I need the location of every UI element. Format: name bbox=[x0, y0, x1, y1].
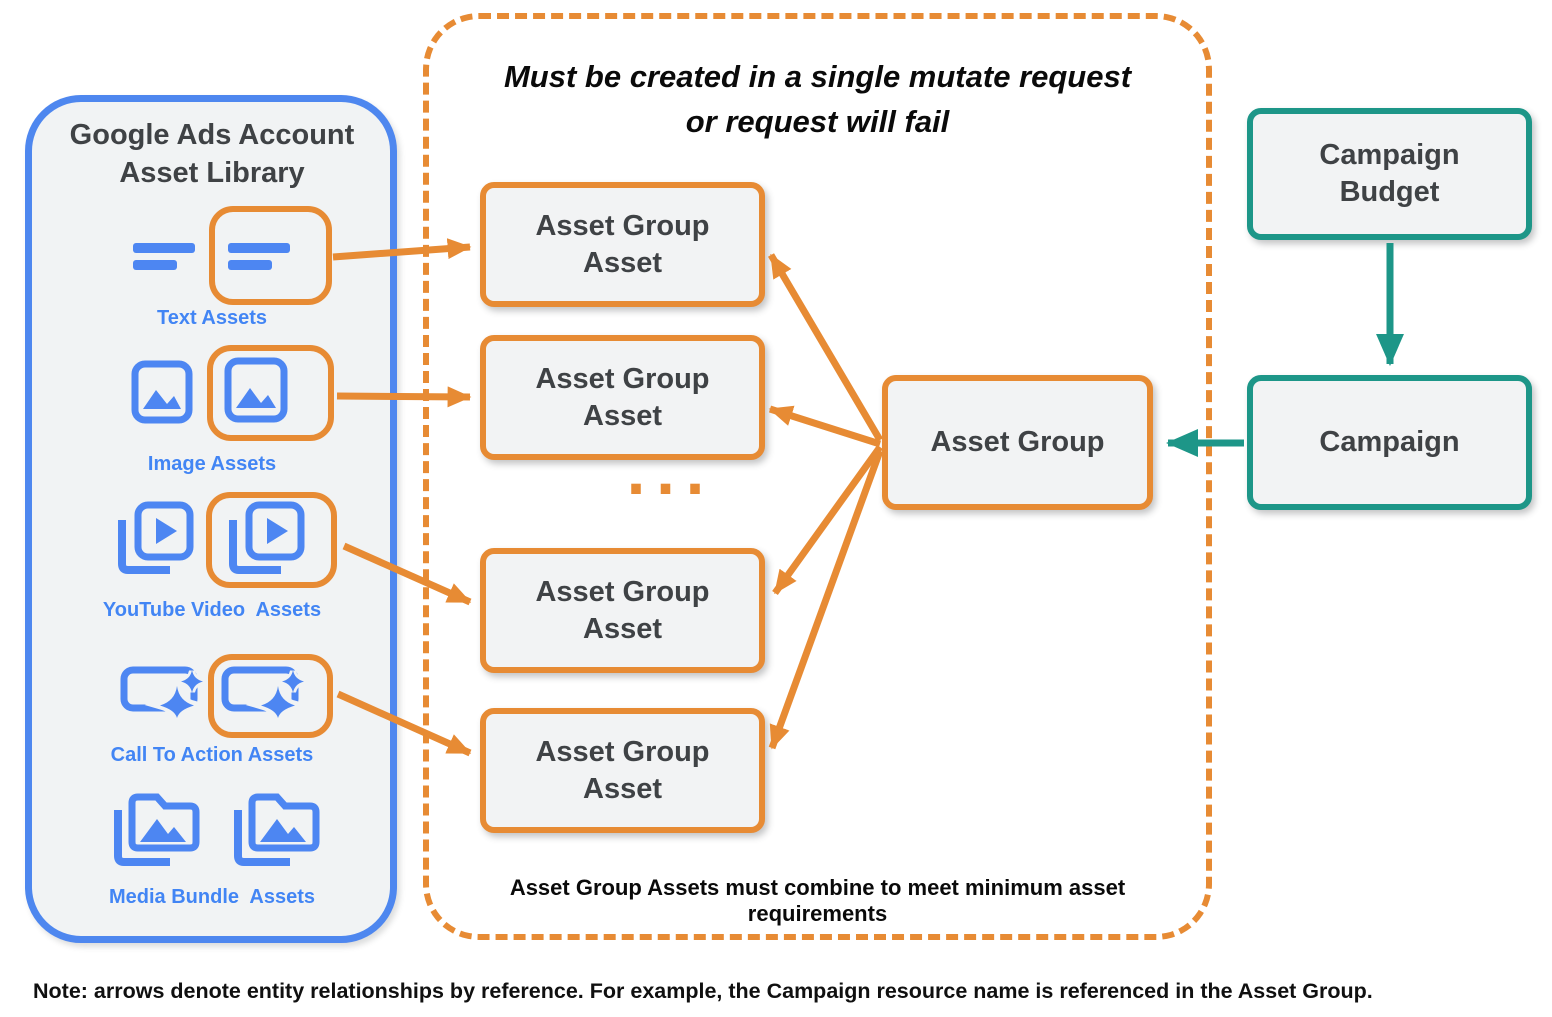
ellipsis-more-assets: ... bbox=[625, 444, 715, 507]
media-bundle-asset-icon bbox=[234, 793, 320, 866]
text-asset-icon bbox=[133, 243, 195, 270]
asset-group-asset-2-line2: Asset bbox=[583, 399, 662, 432]
image-asset-icon bbox=[131, 360, 193, 424]
diagram-note: Note: arrows denote entity relationships… bbox=[33, 979, 1373, 1003]
asset-group-asset-1-line1: Asset Group bbox=[535, 209, 710, 242]
image-assets-label: Image Assets bbox=[147, 453, 277, 475]
media-bundle-assets-label: Media Bundle Assets bbox=[109, 886, 315, 908]
campaign-budget-line2: Budget bbox=[1339, 176, 1440, 208]
call-to-action-assets-label: Call To Action Assets bbox=[110, 744, 314, 766]
text-asset-icon bbox=[228, 243, 290, 270]
asset-group-asset-box-1: Asset Group Asset bbox=[480, 182, 765, 307]
asset-group-label: Asset Group bbox=[930, 426, 1105, 458]
campaign-budget-line1: Campaign bbox=[1319, 139, 1460, 171]
campaign-box: Campaign bbox=[1247, 375, 1532, 510]
asset-group-asset-4-line2: Asset bbox=[583, 772, 662, 805]
asset-group-asset-2-line1: Asset Group bbox=[535, 362, 710, 395]
asset-library-title-line2: Asset Library bbox=[119, 157, 305, 189]
asset-group-asset-box-4: Asset Group Asset bbox=[480, 708, 765, 833]
asset-group-asset-4-line1: Asset Group bbox=[535, 735, 710, 768]
asset-group-asset-3-line1: Asset Group bbox=[535, 575, 710, 608]
mutate-request-title: Must be created in a single mutate reque… bbox=[445, 54, 1190, 144]
youtube-video-asset-icon bbox=[118, 501, 194, 574]
call-to-action-asset-icon bbox=[221, 666, 313, 718]
youtube-video-asset-highlight-box bbox=[206, 492, 337, 588]
text-assets-label: Text Assets bbox=[156, 307, 268, 329]
mutate-request-title-line1: Must be created in a single mutate reque… bbox=[503, 59, 1132, 94]
image-asset-highlight-box bbox=[207, 345, 334, 441]
campaign-label: Campaign bbox=[1319, 426, 1460, 458]
asset-group-asset-1-line2: Asset bbox=[583, 246, 662, 279]
youtube-video-asset-icon bbox=[229, 501, 305, 574]
call-to-action-asset-icon bbox=[120, 666, 212, 718]
asset-group-asset-box-2: Asset Group Asset bbox=[480, 335, 765, 460]
asset-group-box: Asset Group bbox=[882, 375, 1153, 510]
asset-library-title-line1: Google Ads Account bbox=[69, 119, 355, 151]
campaign-budget-box: Campaign Budget bbox=[1247, 108, 1532, 240]
mutate-request-footnote: Asset Group Assets must combine to meet … bbox=[509, 875, 1126, 926]
asset-group-asset-3-line2: Asset bbox=[583, 612, 662, 645]
youtube-video-assets-label: YouTube Video Assets bbox=[102, 599, 322, 621]
asset-group-asset-box-3: Asset Group Asset bbox=[480, 548, 765, 673]
media-bundle-asset-icon bbox=[114, 793, 200, 866]
mutate-request-title-line2: or request will fail bbox=[685, 104, 950, 139]
image-asset-icon bbox=[224, 357, 288, 423]
asset-library-title: Google Ads Account Asset Library bbox=[42, 116, 382, 192]
call-to-action-asset-highlight-box bbox=[208, 654, 333, 738]
text-asset-highlight-box bbox=[209, 206, 332, 305]
